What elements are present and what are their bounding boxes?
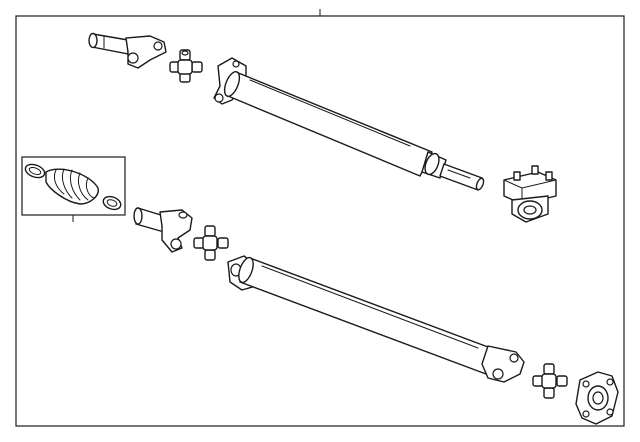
rear-universal-joint xyxy=(532,363,568,399)
diagram-frame xyxy=(15,15,625,427)
front-universal-joint xyxy=(169,49,203,83)
front-drive-shaft xyxy=(213,57,485,191)
middle-slip-yoke xyxy=(133,207,193,253)
boot-kit xyxy=(21,156,126,222)
center-bearing xyxy=(503,165,557,223)
middle-universal-joint xyxy=(193,225,229,261)
front-slip-yoke xyxy=(88,32,167,69)
pinion-flange xyxy=(575,371,619,425)
rear-drive-shaft xyxy=(227,255,525,383)
